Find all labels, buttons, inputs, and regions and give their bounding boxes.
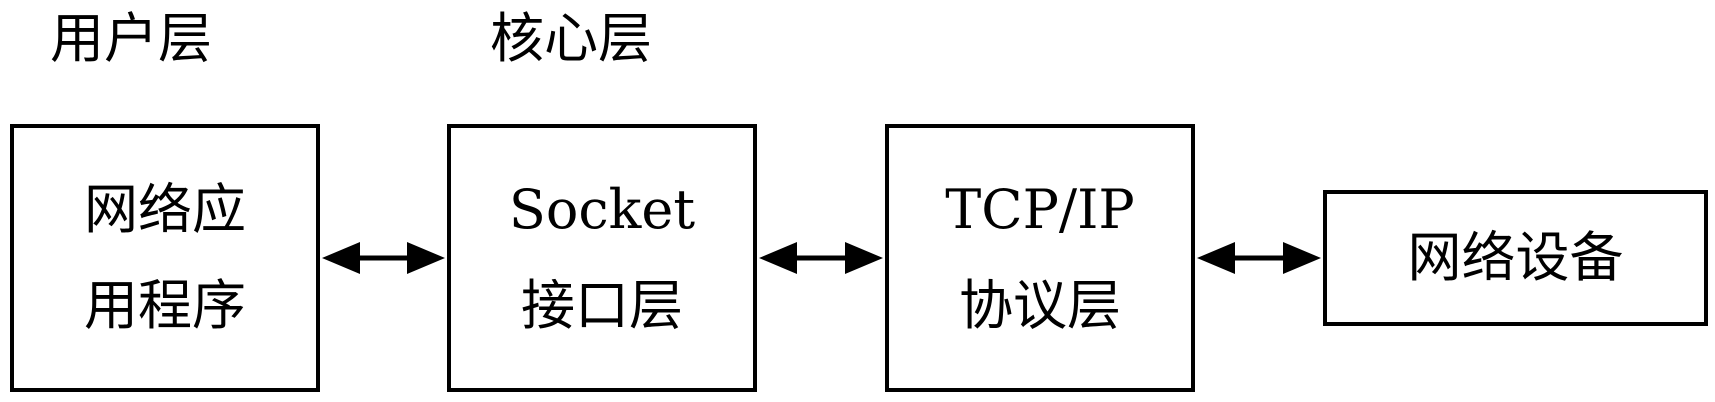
network-application-box: 网络应 用程序 (10, 124, 320, 392)
arrow-socket-tcpip (759, 242, 883, 274)
tcpip-protocol-line1: TCP/IP (945, 177, 1135, 241)
kernel-layer-label: 核心层 (490, 7, 652, 70)
user-layer-label: 用户层 (50, 7, 212, 70)
network-device-box: 网络设备 (1323, 190, 1708, 326)
socket-interface-line1: Socket (508, 177, 696, 241)
network-application-line1: 网络应 (84, 177, 246, 241)
network-device-label: 网络设备 (1407, 225, 1624, 289)
socket-interface-box: Socket 接口层 (447, 124, 757, 392)
tcpip-protocol-line2: 协议层 (959, 274, 1121, 337)
tcpip-protocol-box: TCP/IP 协议层 (885, 124, 1195, 392)
arrow-app-socket (322, 242, 445, 274)
socket-interface-line2: 接口层 (521, 274, 683, 337)
arrow-tcpip-device (1197, 242, 1321, 274)
network-application-line2: 用程序 (84, 274, 246, 337)
